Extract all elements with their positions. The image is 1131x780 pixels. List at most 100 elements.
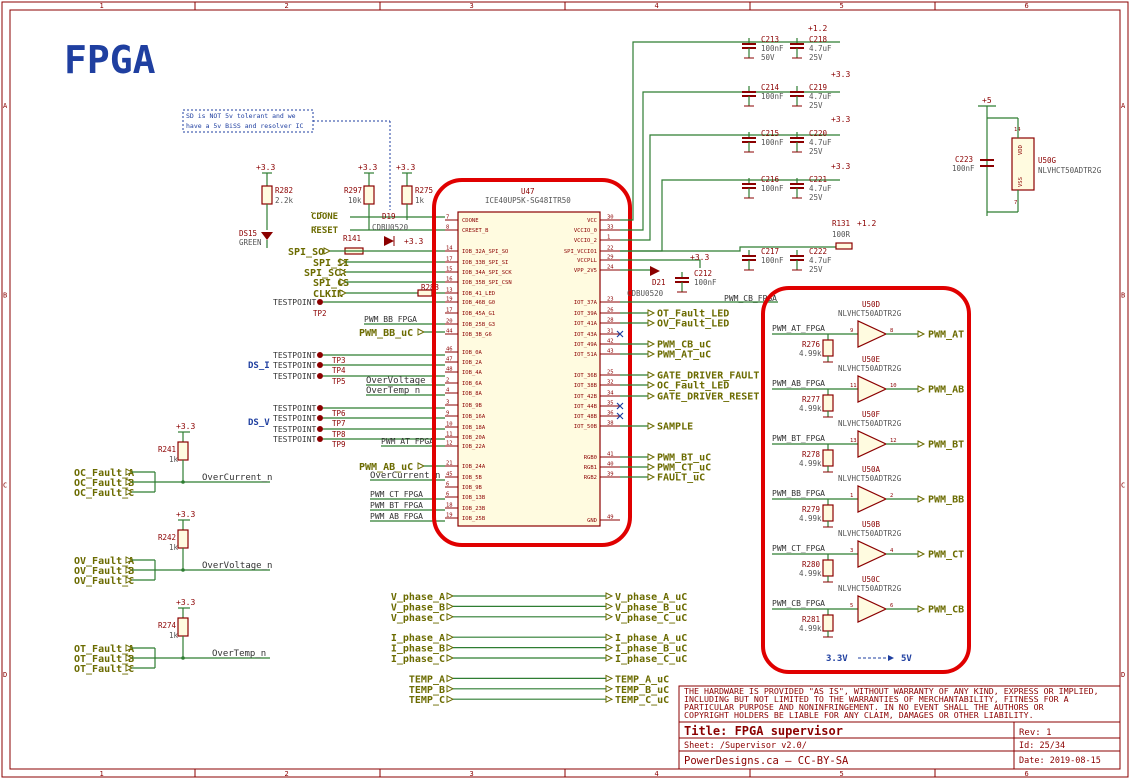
pass-in-net: TEMP_A: [409, 674, 445, 685]
fpga-left-pin-name: IOB_2A: [462, 360, 483, 366]
testpoint-icon: [317, 426, 323, 432]
fpga-left-pin-num: 14: [446, 246, 453, 252]
power-wire: [620, 41, 840, 221]
fault-input-net: OC_Fault_A: [74, 468, 134, 479]
pulldown-ref: R280: [802, 560, 821, 569]
fpga-left-pin-name: IOB_24A: [462, 464, 486, 470]
testpoint-icon: [317, 352, 323, 358]
title-block-title: Title: FPGA supervisor: [684, 724, 843, 738]
buffer-in-net: PWM_BT_FPGA: [772, 434, 825, 443]
fault-input-net: OT_Fault_C: [74, 664, 134, 675]
buffer-in-net: PWM_CT_FPGA: [772, 544, 825, 553]
fault-pullup-resistor: [177, 529, 189, 549]
fpga-right-pin-name: SPI_VCCIO1: [564, 249, 597, 255]
buffer-out-port: [917, 495, 926, 503]
grid-col-top: 4: [655, 2, 659, 10]
fault-input-net: OT_Fault_A: [74, 644, 134, 655]
right-net-fault_uc: FAULT_uC: [657, 473, 705, 484]
fault-pullup-ref: R274: [158, 621, 177, 630]
cap-voltage: 25V: [809, 53, 823, 62]
disclaimer-2: INCLUDING BUT NOT LIMITED TO THE WARRANT…: [684, 694, 1069, 704]
grid-col-top: 5: [840, 2, 844, 10]
fpga-left-pin-num: 15: [446, 267, 453, 273]
grid-row-right: D: [1121, 671, 1125, 679]
r297-ref: R297: [344, 186, 362, 195]
rail-3v3-d19: +3.3: [404, 237, 423, 246]
fpga-right-pin-name: IOT_48B: [574, 414, 598, 420]
pass-out-port: [605, 674, 614, 683]
fpga-right-pin-name: IOT_51A: [574, 352, 598, 358]
buffer-in-net: PWM_AB_FPGA: [772, 379, 825, 388]
net-pwm-bt-fpga-left: PWM_BT_FPGA: [370, 501, 423, 510]
pass-in-net: I_phase_A: [391, 633, 445, 644]
net-clkin: CLKIN: [313, 289, 343, 300]
cap-ref: C220: [809, 129, 828, 138]
pass-in-net: I_phase_B: [391, 644, 445, 655]
net-spi-sck: SPI_SCK: [304, 268, 346, 279]
buffer-out-net: PWM_BB: [928, 495, 964, 506]
pass-out-net: I_phase_B_uC: [615, 644, 687, 655]
pass-out-port: [605, 633, 614, 642]
fpga-left-pin-num: 17: [446, 308, 453, 314]
u50g-body: [1011, 137, 1035, 191]
pulldown-val: 4.99k: [799, 349, 822, 358]
power-wire: [620, 259, 701, 268]
right-net-oc_led: OC_Fault_LED: [657, 381, 729, 392]
ds-v-label: DS_V: [248, 418, 270, 428]
buffer-triangle-icon: [857, 320, 888, 348]
testpoint-label: TESTPOINT: [273, 361, 317, 370]
cap-val: 4.7uF: [809, 44, 832, 53]
cap-ref: C217: [761, 247, 779, 256]
cap-ref: C221: [809, 175, 827, 184]
fpga-left-pin-name: IOB_34A_SPI_SCK: [462, 270, 512, 276]
fpga-left-pin-name: IOB_32A_SPI_SO: [462, 249, 508, 255]
fpga-left-pin-num: 8: [446, 225, 449, 231]
right-net-port: [647, 309, 656, 317]
fpga-right-pin-name: IOT_49A: [574, 342, 598, 348]
cap-ref: C212: [694, 269, 712, 278]
pass-out-port: [605, 602, 614, 611]
right-net-port: [647, 422, 656, 430]
title-block-sheet: Sheet: /Supervisor v2.0/: [684, 741, 807, 751]
d19-ref: D19: [382, 212, 396, 221]
fpga-right-pin-num: 24: [607, 265, 614, 271]
buffer-part: NLVHCT50ADTR2G: [838, 309, 902, 318]
fpga-right-pin-num: 31: [607, 329, 614, 335]
fpga-left-pin-name: CRESET_B: [462, 228, 489, 234]
fpga-left-pin-name: IOB_23B: [462, 506, 486, 512]
right-net-port: [647, 463, 656, 471]
pulldown-ref: R281: [802, 615, 820, 624]
fpga-left-pin-num: 18: [446, 503, 453, 509]
fpga-left-pin-num: 7: [446, 215, 449, 221]
testpoint-label: TESTPOINT: [273, 372, 317, 381]
buffer-part: NLVHCT50ADTR2G: [838, 584, 902, 593]
rail-5v: +5: [982, 96, 992, 105]
buffer-triangle-icon: [857, 485, 888, 513]
d21-diode-icon: [650, 266, 660, 276]
fpga-right-pin-num: 25: [607, 370, 614, 376]
buffer-pin-out: 12: [890, 438, 897, 444]
pass-in-net: V_phase_A: [391, 592, 445, 603]
grid-row-right: B: [1121, 292, 1125, 300]
right-net-port: [647, 350, 656, 358]
buffer-out-net: PWM_AB: [928, 385, 964, 396]
grid-col-top: 1: [100, 2, 104, 10]
grid-col-bottom: 3: [470, 770, 474, 778]
right-net-port: [647, 371, 656, 379]
buffer-part: NLVHCT50ADTR2G: [838, 419, 902, 428]
pass-out-port: [605, 612, 614, 621]
fpga-left-pin-num: 46: [446, 347, 453, 353]
level-shift-to: 5V: [901, 654, 912, 664]
buffer-pin-in: 9: [850, 328, 853, 334]
net-overcurrent-left: OverCurrent_n: [370, 471, 440, 481]
fault-input-port: [125, 644, 134, 652]
pulldown-resistor: [822, 614, 834, 632]
cap-voltage: 50V: [761, 53, 775, 62]
buffer-in-net: PWM_AT_FPGA: [772, 324, 825, 333]
pulldown-resistor: [822, 394, 834, 412]
testpoint-icon: [317, 373, 323, 379]
note-line-2: have a 5v BiSS and resolver IC: [186, 122, 303, 130]
grid-row-left: B: [3, 292, 7, 300]
pass-in-port: [446, 612, 455, 621]
fpga-right-nets: OT_Fault_LEDOV_Fault_LEDPWM_CB_uCPWM_AT_…: [620, 41, 840, 484]
